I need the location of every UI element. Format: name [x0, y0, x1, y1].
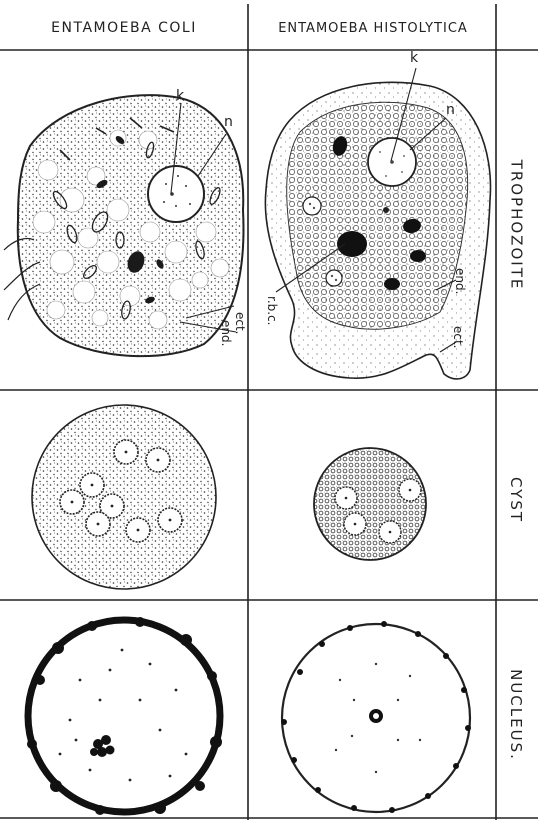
coli-label-k: k [176, 88, 185, 104]
histolytica-label-ect: ect. [451, 326, 465, 349]
coli-label-n: n [224, 114, 233, 130]
histolytica-label-rbc: r.b.c. [265, 296, 279, 326]
histolytica-label-k: k [410, 50, 419, 66]
histolytica-label-end: end. [453, 268, 467, 294]
coli-label-end: end. [219, 320, 233, 346]
coli-label-ect: ect. [233, 312, 247, 335]
histolytica-label-n: n [446, 102, 455, 118]
